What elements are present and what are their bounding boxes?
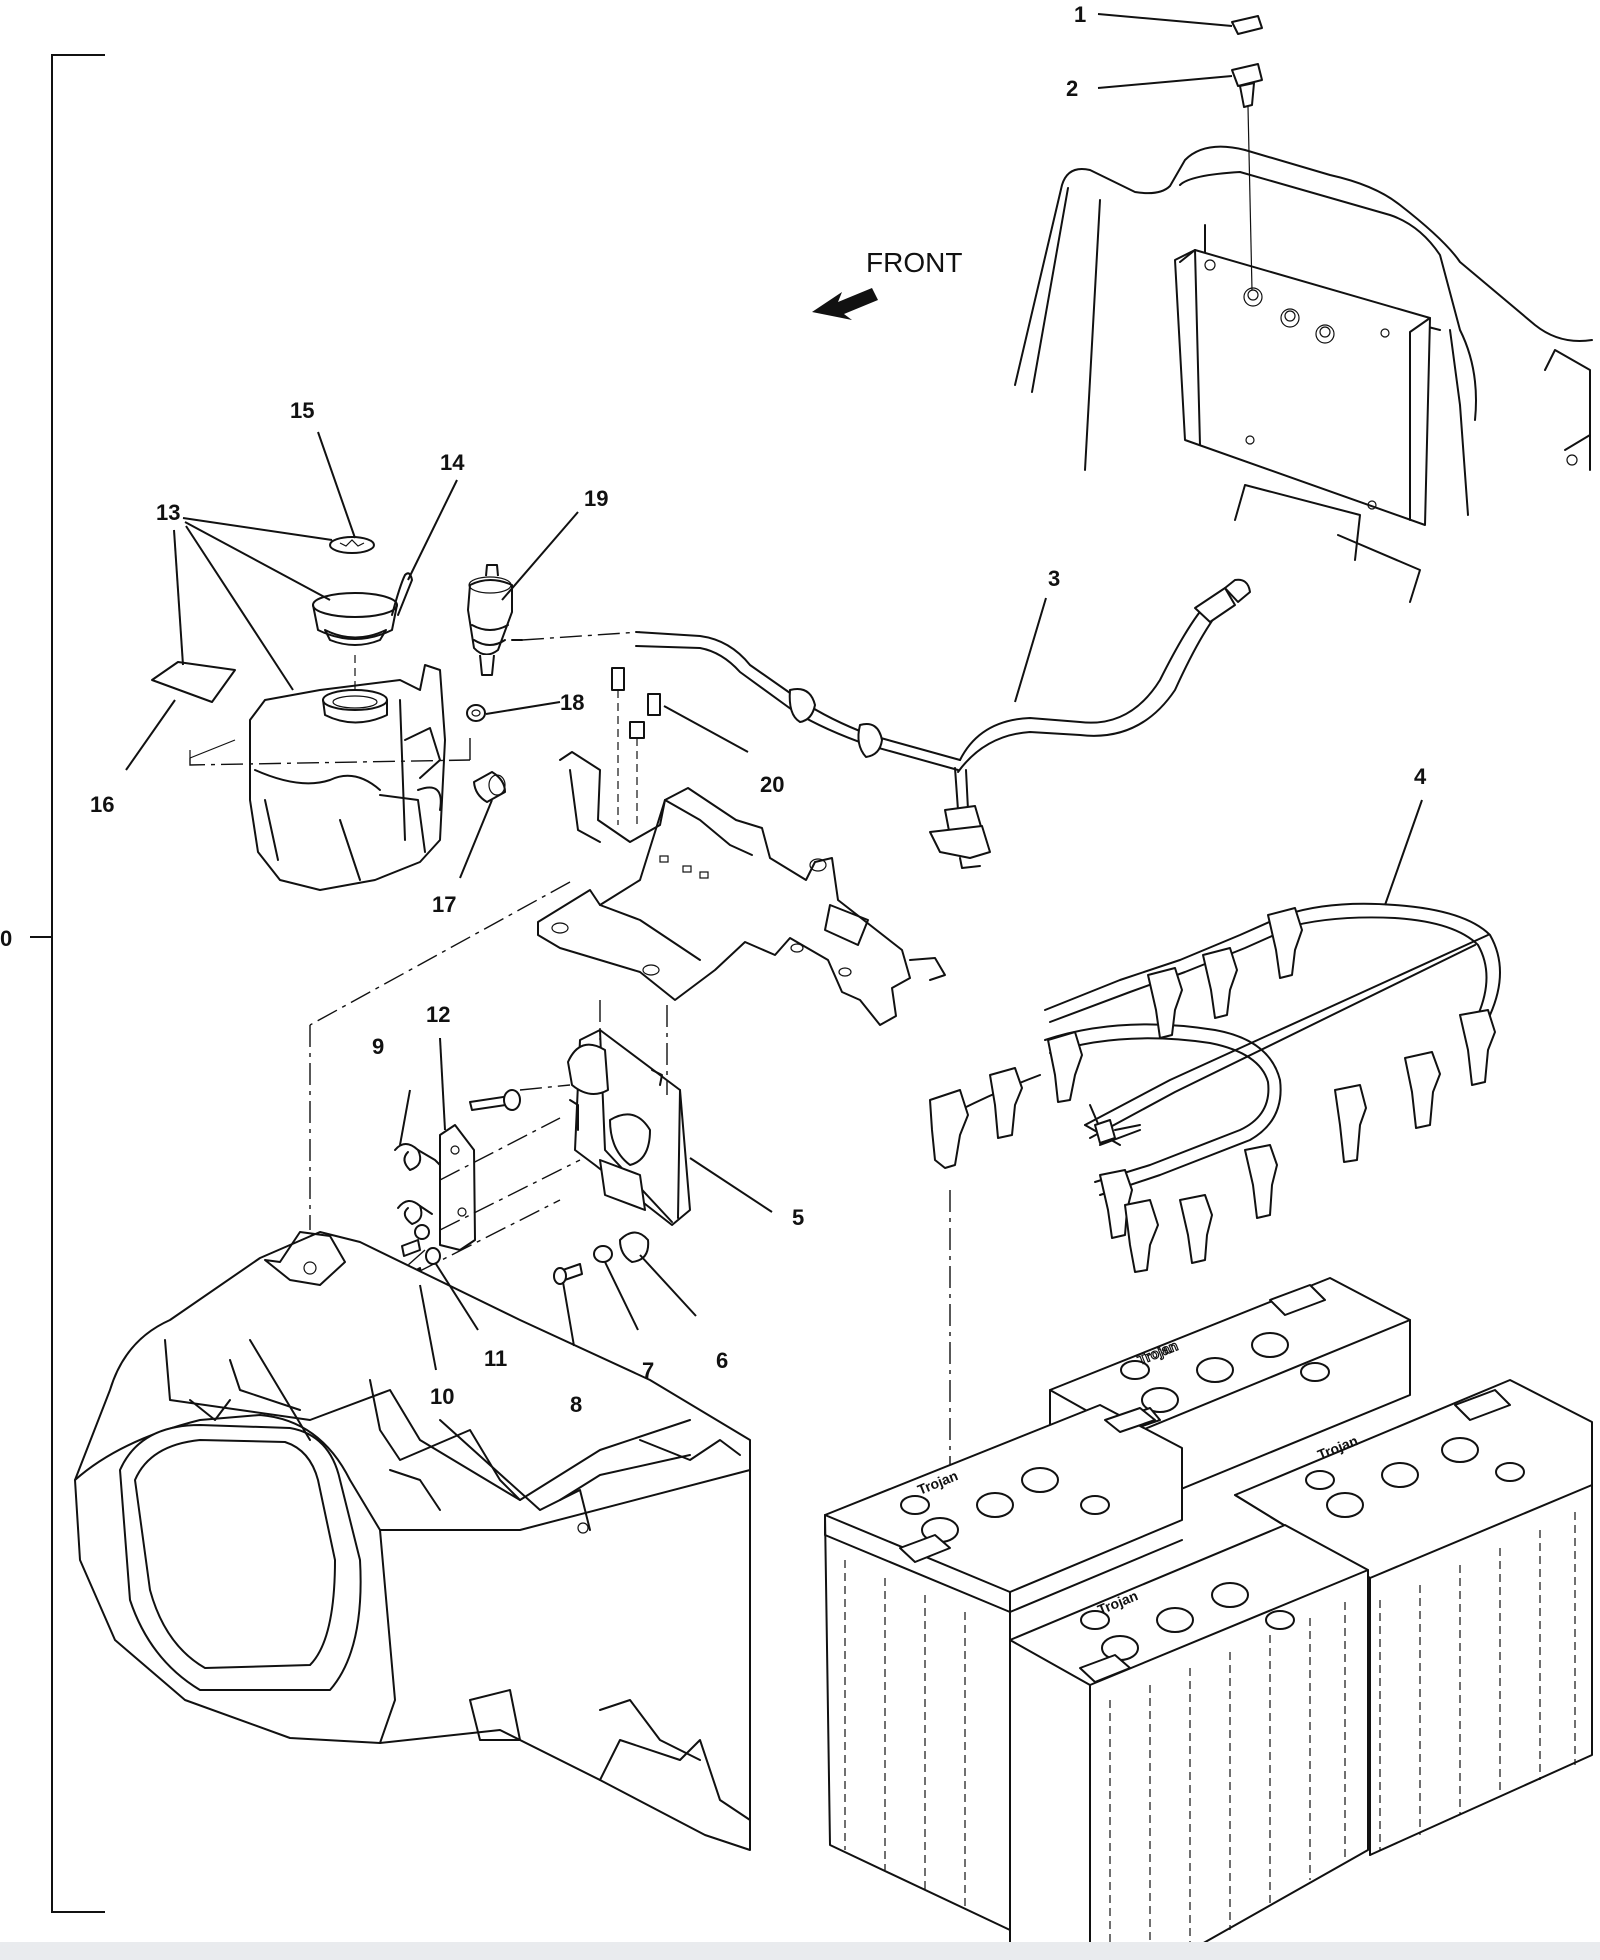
battery-front-left: Trojan [824, 1404, 1183, 1931]
part-5-controller [567, 1029, 691, 1226]
callout-7: 7 [642, 1358, 654, 1383]
batteries: Trojan Trojan [824, 1277, 1593, 1946]
seat-back-panel [1014, 145, 1593, 603]
callouts: 1 2 3 4 5 6 7 8 9 10 11 12 13 14 15 16 1… [90, 2, 1427, 1417]
callout-12: 12 [426, 1002, 450, 1027]
part-2-grommet [1231, 63, 1263, 291]
part-12-bracket [439, 1124, 476, 1251]
part-16-label [151, 661, 236, 759]
part-17-fitting [473, 771, 506, 803]
part-3-hose [635, 578, 1251, 869]
part-15-decal [329, 536, 375, 554]
part-13-cap [312, 592, 398, 690]
callout-9: 9 [372, 1034, 384, 1059]
part-9-clamp [394, 1143, 441, 1225]
callout-10: 10 [430, 1384, 454, 1409]
battery-front-right: Trojan [1009, 1524, 1369, 1946]
reservoir-tank [249, 664, 446, 891]
callout-14: 14 [440, 450, 465, 475]
part-14-strap [391, 572, 413, 616]
front-arrow-icon [812, 288, 878, 320]
mounting-bracket [537, 751, 946, 1026]
part-19-pump [189, 564, 641, 766]
fasteners [401, 1089, 650, 1285]
callout-2: 2 [1066, 76, 1078, 101]
callout-18: 18 [560, 690, 584, 715]
bottom-scroll-strip [0, 1942, 1600, 1960]
terminal-boots [929, 907, 1496, 1273]
part-1-cap [1231, 15, 1263, 35]
callout-4: 4 [1414, 764, 1427, 789]
callout-11: 11 [484, 1346, 507, 1371]
battery-back-right: Trojan [1234, 1379, 1593, 1856]
leader-lines [125, 13, 1423, 1371]
callout-17: 17 [432, 892, 456, 917]
callout-1: 1 [1074, 2, 1086, 27]
callout-3: 3 [1048, 566, 1060, 591]
bracket-label: 0 [0, 926, 12, 951]
callout-15: 15 [290, 398, 314, 423]
part-18-washer [466, 704, 486, 722]
part-20-spacer [611, 667, 661, 825]
cart-body-rear [74, 1231, 751, 1851]
front-label: FRONT [866, 247, 962, 278]
part-4-battery-cables [929, 902, 1501, 1273]
front-indicator: FRONT [812, 247, 962, 320]
callout-5: 5 [792, 1205, 804, 1230]
assembly-bracket: 0 [0, 54, 105, 1913]
callout-13: 13 [156, 500, 180, 525]
callout-16: 16 [90, 792, 114, 817]
callout-6: 6 [716, 1348, 728, 1373]
callout-20: 20 [760, 772, 784, 797]
callout-8: 8 [570, 1392, 582, 1417]
callout-19: 19 [584, 486, 608, 511]
